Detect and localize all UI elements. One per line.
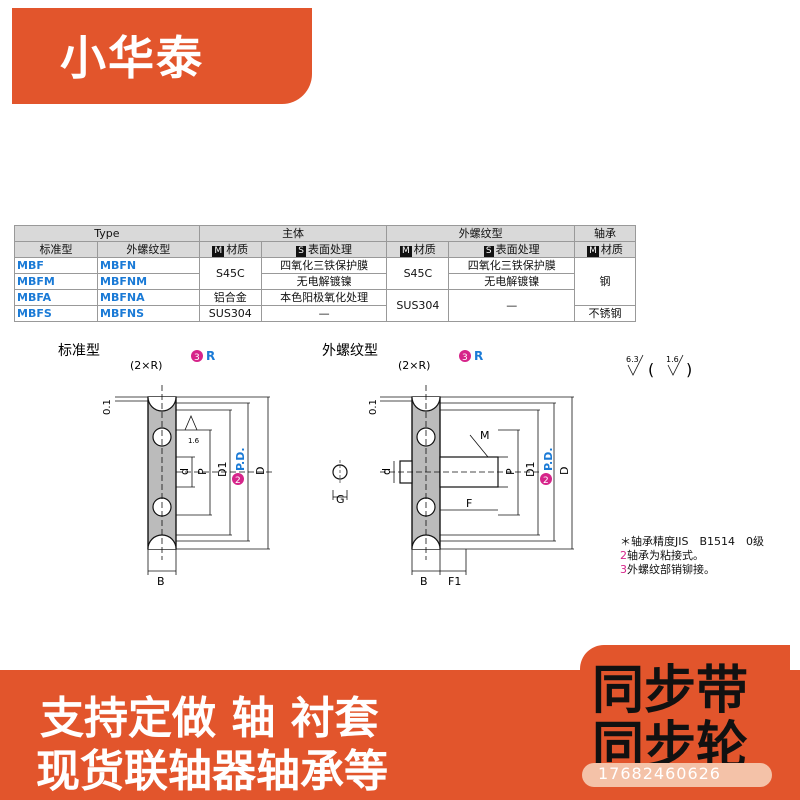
phone-pill xyxy=(582,763,772,787)
table-row: MBF MBFN S45C 四氧化三铁保护膜 S45C 四氧化三铁保护膜 钢 xyxy=(13,257,636,306)
col-ext: 外螺纹型 xyxy=(386,225,575,242)
std-title: 标准型 xyxy=(58,343,100,359)
slogan-line-2: 现货联轴器轴承等 xyxy=(36,746,388,797)
svg-text:D1: D1 xyxy=(524,462,537,477)
svg-text:P.D.: P.D. xyxy=(542,447,555,471)
pd-badge-icon xyxy=(540,473,552,485)
svg-text:D1: D1 xyxy=(216,462,229,477)
table-row: MBFS MBFNS SUS304 — 不锈钢 xyxy=(13,305,636,322)
svg-text:(: ( xyxy=(648,360,654,379)
surface-marker: S xyxy=(296,245,306,257)
roughness-symbol xyxy=(627,354,684,376)
svg-text:F1: F1 xyxy=(448,575,461,588)
technical-drawing: 标准型 外螺纹型 d P D1 D B 0.1 1.6 (2×R) 3 R 2 … xyxy=(58,343,692,588)
brand-badge xyxy=(12,8,312,104)
svg-text:d: d xyxy=(178,468,191,475)
pd-badge-icon xyxy=(232,473,244,485)
svg-text:3: 3 xyxy=(462,353,468,363)
sub-std: 标准型 xyxy=(13,241,99,258)
svg-text:1.6: 1.6 xyxy=(666,355,679,364)
ext-pulley xyxy=(332,385,540,560)
svg-text:1.6: 1.6 xyxy=(188,437,200,445)
col-main: 主体 xyxy=(198,225,388,242)
note-line: 2轴承为粘接式。 xyxy=(620,549,704,562)
sub-ext: 外螺纹型 xyxy=(97,241,200,258)
material-marker: M xyxy=(587,245,599,257)
slogan-line-1: 支持定做 轴 衬套 xyxy=(40,693,379,744)
svg-text:D: D xyxy=(558,467,571,475)
svg-text:2: 2 xyxy=(235,476,241,486)
r-badge-icon xyxy=(191,350,203,362)
material-marker: M xyxy=(212,245,225,257)
phone-number[interactable]: 17682460626 xyxy=(598,764,721,783)
ext-title: 外螺纹型 xyxy=(322,343,378,359)
svg-text:(2×R): (2×R) xyxy=(398,359,430,372)
std-pulley xyxy=(147,385,272,560)
svg-text:G: G xyxy=(336,493,345,506)
svg-text:R: R xyxy=(474,349,483,363)
svg-text:R: R xyxy=(206,349,215,363)
svg-text:6.3: 6.3 xyxy=(626,355,639,364)
std-dimensions xyxy=(115,396,270,575)
notes: ＊轴承精度JIS B1514 0级 2轴承为粘接式。 3外螺纹部销铆接。 xyxy=(620,535,764,577)
svg-text:P.D.: P.D. xyxy=(234,447,247,471)
svg-text:D: D xyxy=(254,467,267,475)
col-bearing: 轴承 xyxy=(574,225,636,242)
brand-name: 小华泰 xyxy=(60,31,204,85)
table-row: MBFM MBFNM 无电解镀镍 无电解镀镍 xyxy=(13,273,636,290)
ext-dimensions xyxy=(332,396,574,575)
svg-text:d: d xyxy=(380,468,393,475)
note-line: 3外螺纹部销铆接。 xyxy=(620,563,715,576)
svg-text:2: 2 xyxy=(543,476,549,486)
svg-text:B: B xyxy=(157,575,165,588)
svg-text:(2×R): (2×R) xyxy=(130,359,162,372)
svg-text:B: B xyxy=(420,575,428,588)
r-badge-icon xyxy=(459,350,471,362)
svg-text:P: P xyxy=(504,468,517,475)
material-marker: M xyxy=(400,245,412,257)
svg-text:M: M xyxy=(480,429,490,442)
product-timing-belt: 同步带 xyxy=(592,661,749,721)
note-line: ＊轴承精度JIS B1514 0级 xyxy=(620,535,765,548)
svg-text:3: 3 xyxy=(194,353,200,363)
surface-marker: S xyxy=(483,245,494,257)
table-header-row: Type 主体 外螺纹型 轴承 xyxy=(14,225,636,242)
col-type: Type xyxy=(14,225,200,242)
table-row: MBFA MBFNA 铝合金 本色阳极氧化处理 SUS304 — xyxy=(13,289,636,322)
svg-text:P: P xyxy=(196,468,209,475)
svg-text:0.1: 0.1 xyxy=(102,399,113,415)
svg-text:): ) xyxy=(686,360,692,379)
svg-text:0.1: 0.1 xyxy=(368,399,379,415)
svg-text:F: F xyxy=(466,497,472,510)
